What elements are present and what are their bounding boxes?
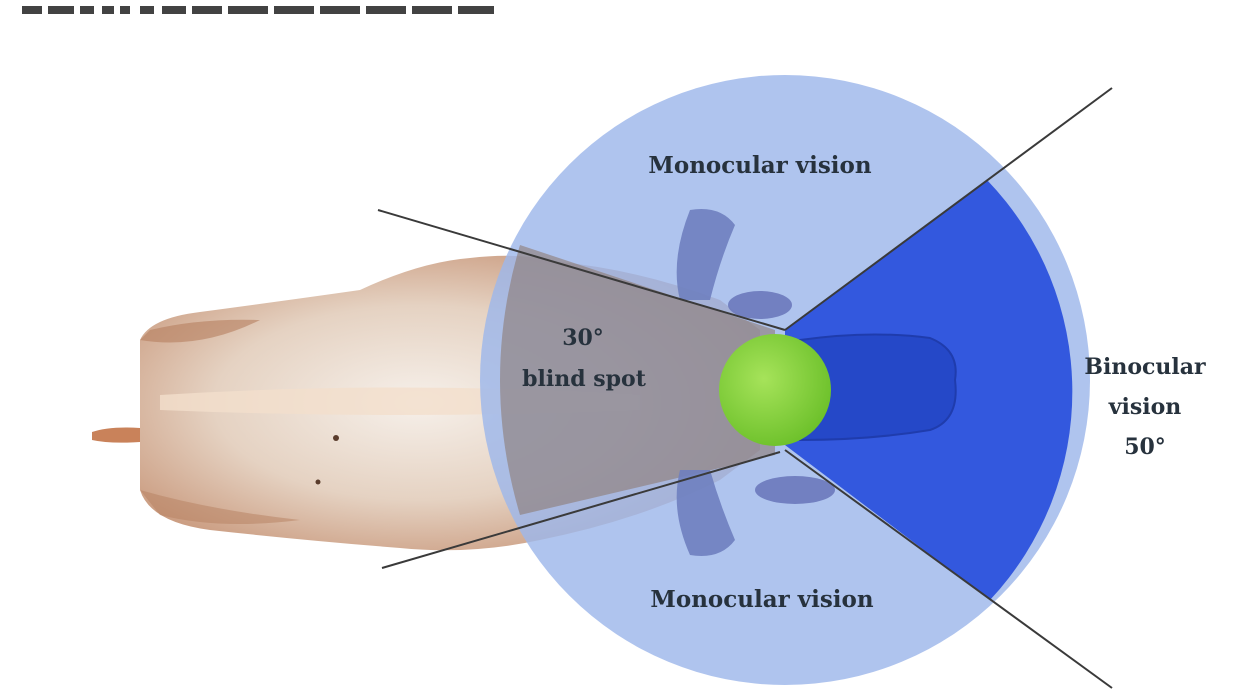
binocular-label-line1: Binocular — [1084, 354, 1206, 380]
blind-spot-label: blind spot — [522, 366, 647, 392]
eye-icon — [719, 334, 831, 446]
binocular-angle: 50° — [1124, 434, 1166, 460]
monocular-label-top: Monocular vision — [648, 152, 871, 179]
cropped-heading-remnant — [22, 4, 500, 16]
blind-spot-angle: 30° — [562, 325, 604, 351]
binocular-label-line2: vision — [1108, 394, 1182, 420]
monocular-label-bottom: Monocular vision — [650, 586, 873, 613]
